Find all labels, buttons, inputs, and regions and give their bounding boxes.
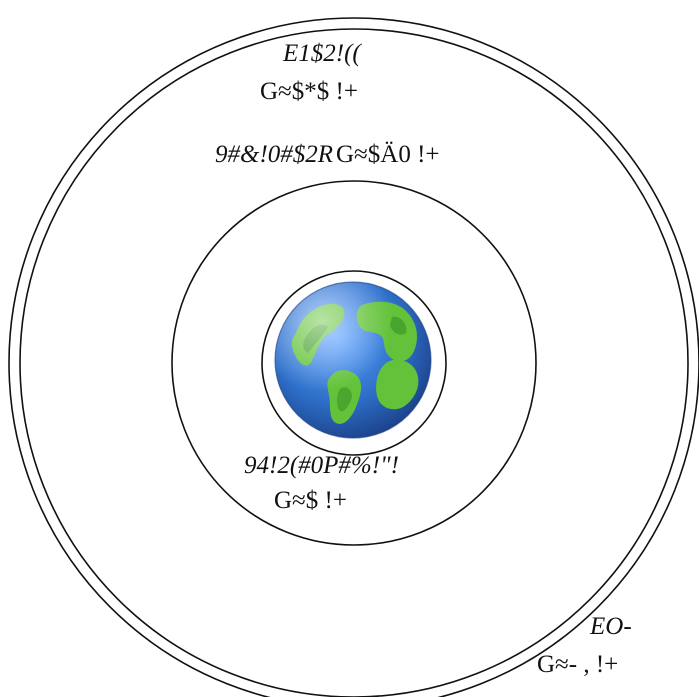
inner-orbit-name-label: 94!2(#0P#%!"! (244, 452, 399, 479)
middle-orbit-ring (171, 180, 537, 546)
outer-orbit-name-label: E1$2!(( (283, 40, 361, 67)
edge-orbit-value-label: G≈- , !+ (537, 651, 619, 678)
outer-orbit-value-label: G≈$*$ !+ (260, 78, 358, 105)
middle-orbit-value-label: G≈$Ä0 !+ (336, 141, 440, 168)
outer-orbit-ring-1 (19, 28, 689, 697)
outer-orbit-ring-2 (8, 17, 699, 697)
middle-orbit-name-label: 9#&!0#$2R (215, 141, 334, 168)
inner-orbit-value-label: G≈$ !+ (274, 487, 347, 514)
earth-globe-icon (274, 281, 432, 439)
edge-orbit-name-label: EO- (590, 613, 632, 640)
inner-orbit-ring (261, 270, 447, 456)
